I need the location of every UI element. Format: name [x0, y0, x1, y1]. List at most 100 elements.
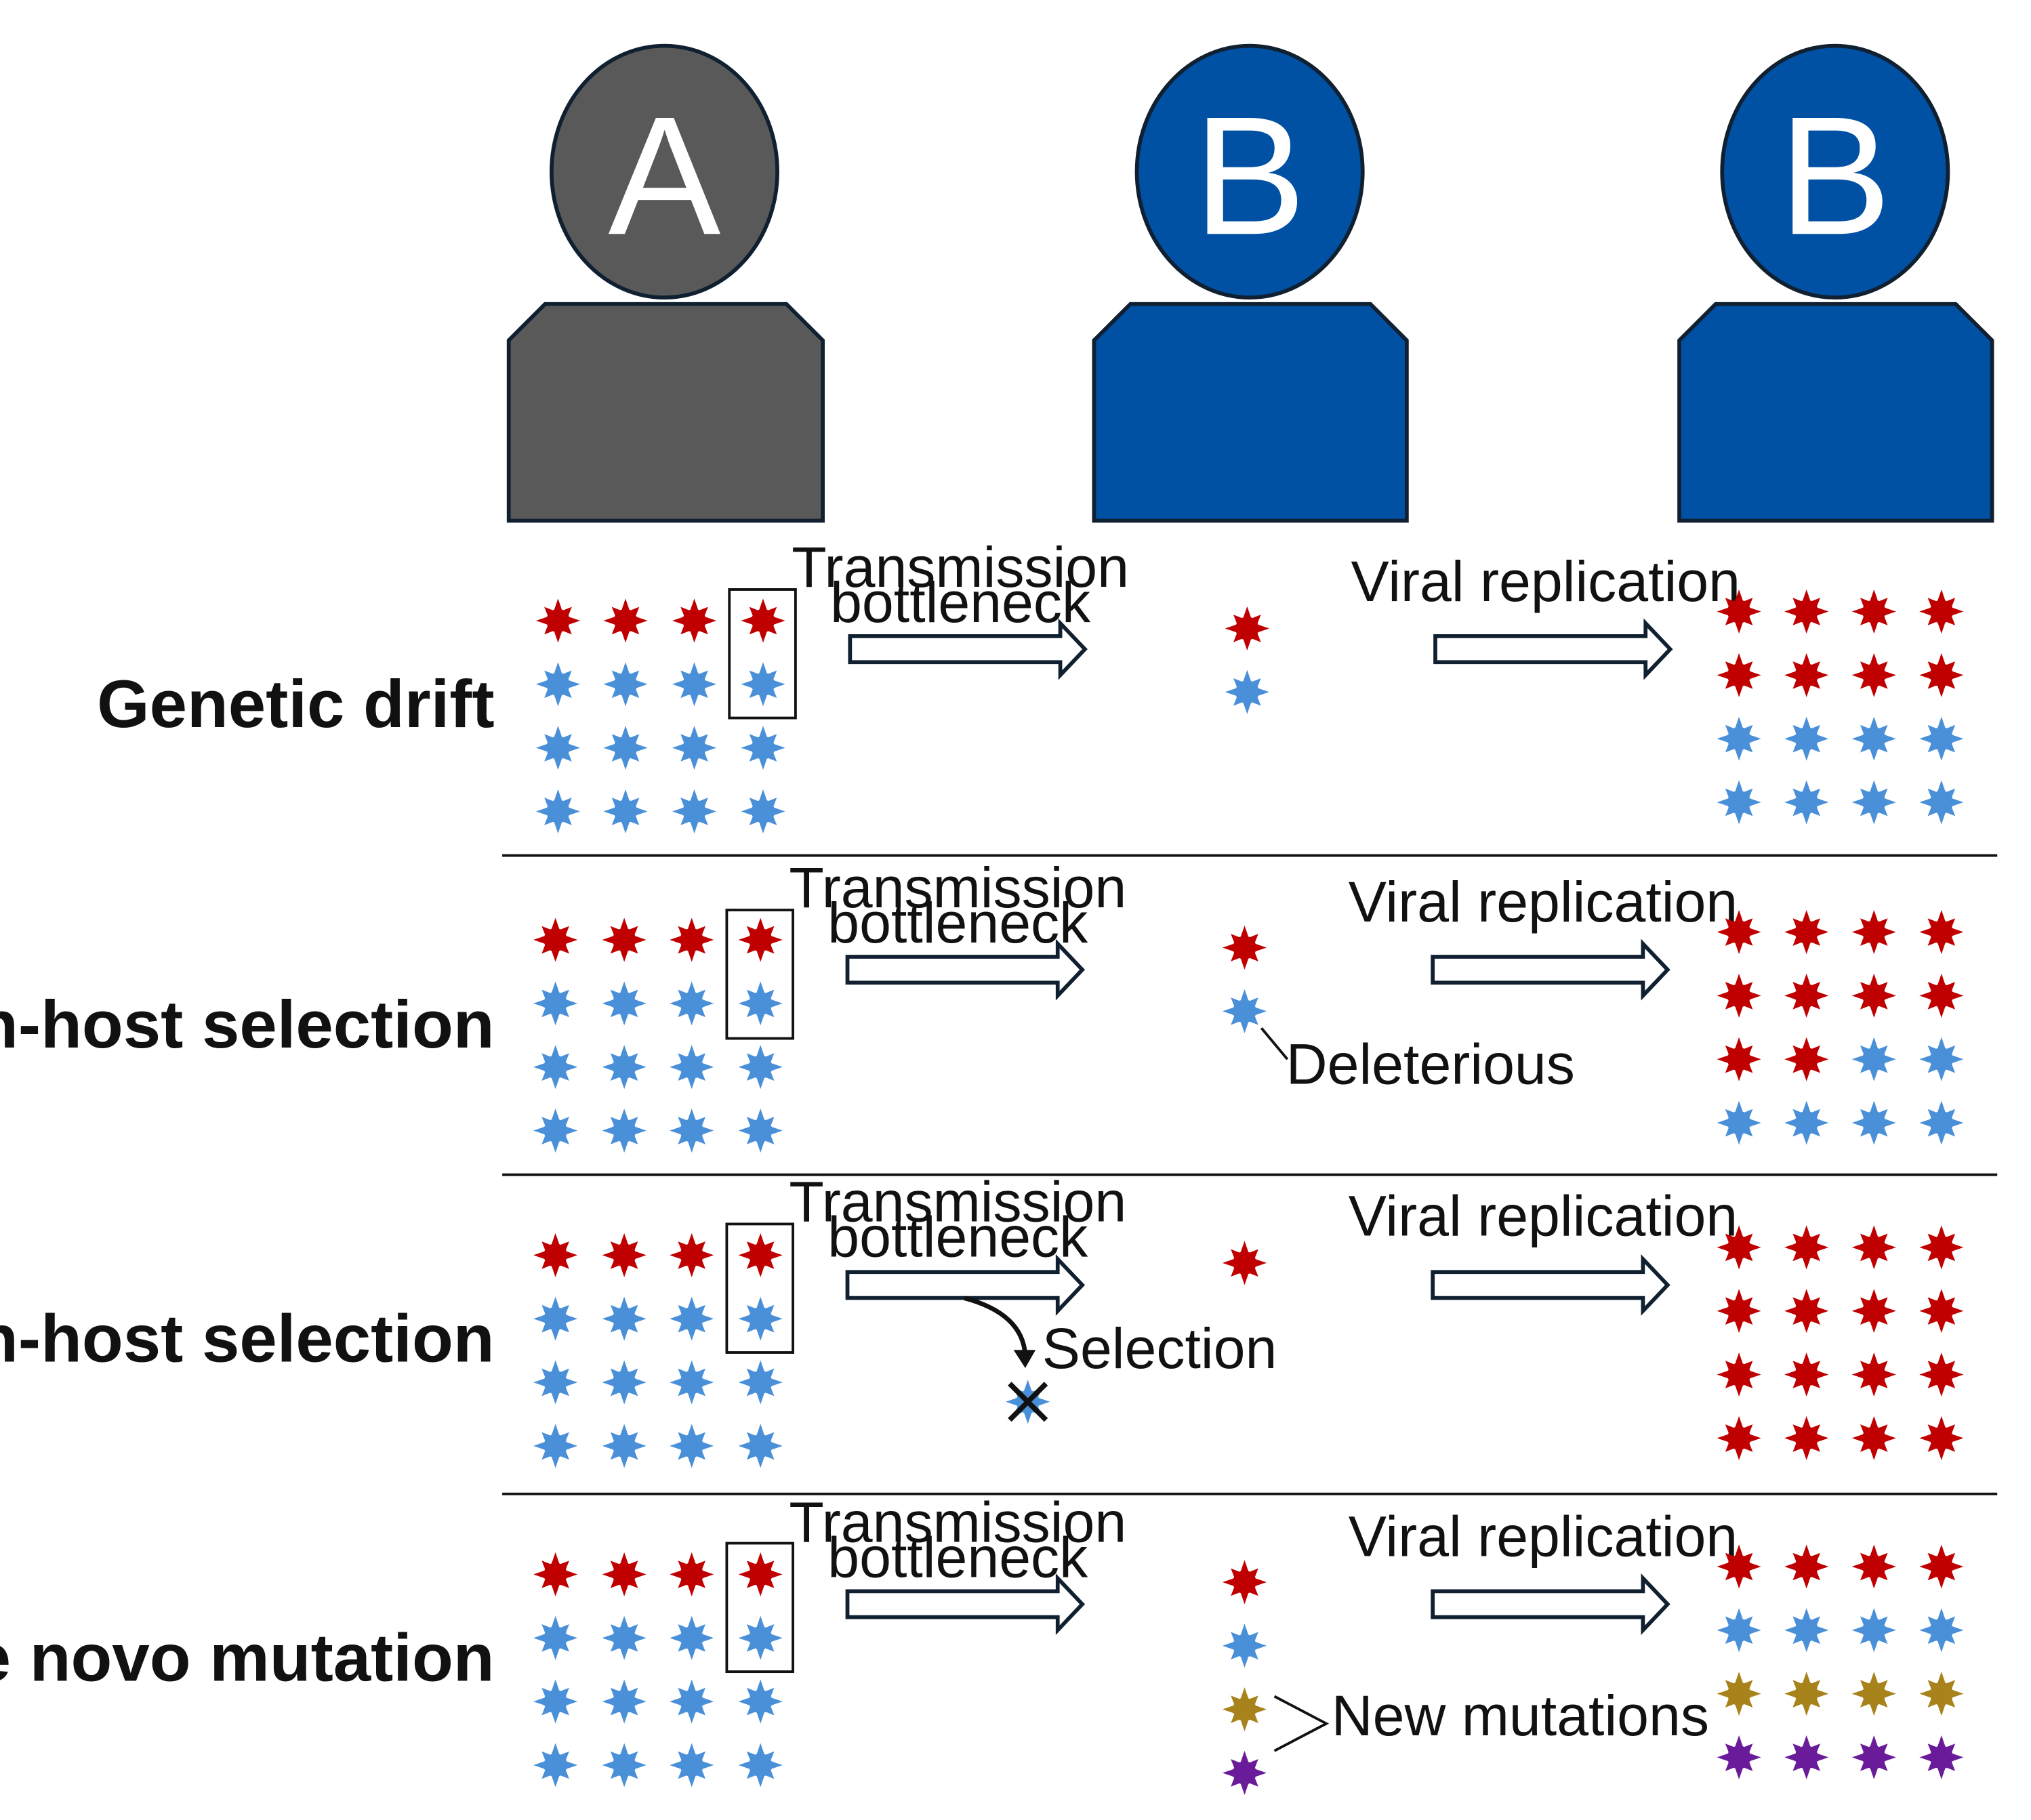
donor-virus-blue — [602, 1296, 647, 1341]
transmission-label-line2: bottleneck — [830, 571, 1091, 634]
recipient-virus-blue — [1784, 716, 1829, 761]
donor-virus-blue — [670, 1424, 714, 1468]
donor-virus-red — [738, 1233, 783, 1277]
donor-virus-blue — [741, 726, 785, 770]
donor-virus-blue — [602, 1108, 647, 1153]
donor-virus-blue — [533, 1743, 578, 1787]
host-b-initial: B — [1092, 43, 1409, 523]
replication-label: Viral replication — [1349, 1184, 1738, 1248]
recipient-virus-blue — [1851, 1100, 1896, 1145]
donor-virus-blue — [738, 1615, 783, 1660]
host-b-initial-head — [1134, 43, 1365, 299]
transmission-label-line1: Transmission — [789, 1491, 1126, 1554]
rejected-cross-icon — [1008, 1382, 1048, 1422]
recipient-virus-red — [1851, 1544, 1896, 1589]
donor-virus-blue — [533, 1108, 578, 1153]
host-a-letter: A — [608, 81, 720, 270]
recipient-virus-red — [1919, 910, 1964, 955]
donor-virus-red — [738, 1552, 783, 1597]
transmission-label-line2: bottleneck — [827, 1525, 1088, 1589]
donor-virus-blue — [535, 726, 581, 770]
donor-virus-blue — [738, 1424, 783, 1468]
recipient-virus-blue — [1919, 780, 1964, 825]
donor-virus-blue — [535, 789, 581, 834]
recipient-virus-red — [1784, 910, 1829, 955]
transmitted-virus-red — [1222, 1560, 1267, 1605]
recipient-virus-blue — [1717, 716, 1761, 761]
virus-layer — [533, 589, 1964, 1796]
donor-virus-blue — [670, 1615, 714, 1660]
donor-virus-red — [533, 1233, 578, 1277]
donor-virus-red — [533, 1552, 578, 1597]
replication-arrow — [1433, 618, 1673, 680]
donor-virus-blue — [533, 1615, 578, 1660]
transmission-step-row-1: Transmission bottleneck — [792, 535, 1129, 680]
transmitted-virus-blue — [1225, 669, 1269, 714]
transmission-label-line2: bottleneck — [827, 1205, 1088, 1268]
host-b-later-letter: B — [1779, 81, 1891, 270]
donor-virus-blue — [738, 981, 783, 1026]
donor-virus-red — [602, 1233, 647, 1277]
host-b-initial-body — [1092, 302, 1409, 523]
donor-virus-red — [741, 598, 785, 643]
new-mutations-label: New mutations — [1332, 1684, 1709, 1747]
transmitted-virus-red — [1225, 606, 1269, 650]
recipient-virus-purple — [1717, 1735, 1761, 1780]
bottleneck-selection-box — [728, 588, 797, 720]
replication-step-row-2: Viral replication — [1349, 870, 1738, 1001]
donor-virus-blue — [670, 1108, 714, 1153]
bottleneck-selection-box — [725, 909, 794, 1040]
donor-virus-blue — [738, 1296, 783, 1341]
donor-virus-blue — [602, 981, 647, 1026]
host-b-later-body — [1677, 302, 1994, 523]
donor-virus-red — [602, 917, 647, 962]
recipient-virus-red — [1784, 1289, 1829, 1333]
replication-arrow — [1431, 938, 1670, 1001]
selection-label: Selection — [1042, 1317, 1277, 1380]
recipient-virus-red — [1919, 653, 1964, 697]
replication-arrow — [1431, 1254, 1670, 1316]
donor-virus-blue — [670, 1360, 714, 1405]
transmitted-virus-red — [1222, 1241, 1267, 1285]
donor-virus-blue — [533, 1296, 578, 1341]
row-label-between-host-selection: Between-host selection — [0, 1301, 495, 1376]
donor-virus-blue — [603, 789, 648, 834]
donor-virus-blue — [738, 1045, 783, 1090]
donor-virus-blue — [533, 1045, 578, 1090]
replication-step-row-3: Viral replication — [1349, 1184, 1738, 1316]
recipient-virus-red — [1784, 1352, 1829, 1397]
recipient-virus-blue — [1784, 1100, 1829, 1145]
donor-virus-blue — [533, 1679, 578, 1724]
donor-virus-blue — [741, 789, 785, 834]
transmitted-virus-gold — [1222, 1687, 1267, 1732]
deleterious-label: Deleterious — [1286, 1033, 1575, 1096]
recipient-virus-gold — [1717, 1672, 1761, 1716]
transmission-step-row-3: Transmission bottleneck — [789, 1170, 1126, 1316]
transmitted-virus-purple — [1222, 1750, 1267, 1796]
donor-virus-blue — [603, 726, 648, 770]
donor-virus-blue — [603, 662, 648, 707]
recipient-virus-red — [1919, 1544, 1964, 1589]
selection-curve-arrow — [963, 1296, 1028, 1356]
donor-virus-blue — [670, 1296, 714, 1341]
recipient-virus-red — [1717, 1037, 1761, 1081]
replication-label: Viral replication — [1349, 870, 1738, 934]
donor-virus-blue — [602, 1615, 647, 1660]
recipient-virus-red — [1851, 1225, 1896, 1270]
transmission-label-line1: Transmission — [789, 856, 1126, 919]
replication-label: Viral replication — [1351, 550, 1740, 613]
recipient-virus-blue — [1919, 1608, 1964, 1653]
recipient-virus-red — [1717, 589, 1761, 634]
recipient-virus-red — [1851, 1415, 1896, 1460]
donor-virus-blue — [672, 726, 717, 770]
donor-virus-blue — [602, 1743, 647, 1787]
recipient-virus-red — [1784, 653, 1829, 697]
host-a: A — [506, 43, 825, 523]
recipient-virus-purple — [1919, 1735, 1964, 1780]
recipient-virus-red — [1919, 1225, 1964, 1270]
recipient-virus-red — [1784, 589, 1829, 634]
donor-virus-blue — [672, 789, 717, 834]
recipient-virus-red — [1784, 1544, 1829, 1589]
recipient-virus-red — [1784, 1225, 1829, 1270]
recipient-virus-gold — [1919, 1672, 1964, 1716]
